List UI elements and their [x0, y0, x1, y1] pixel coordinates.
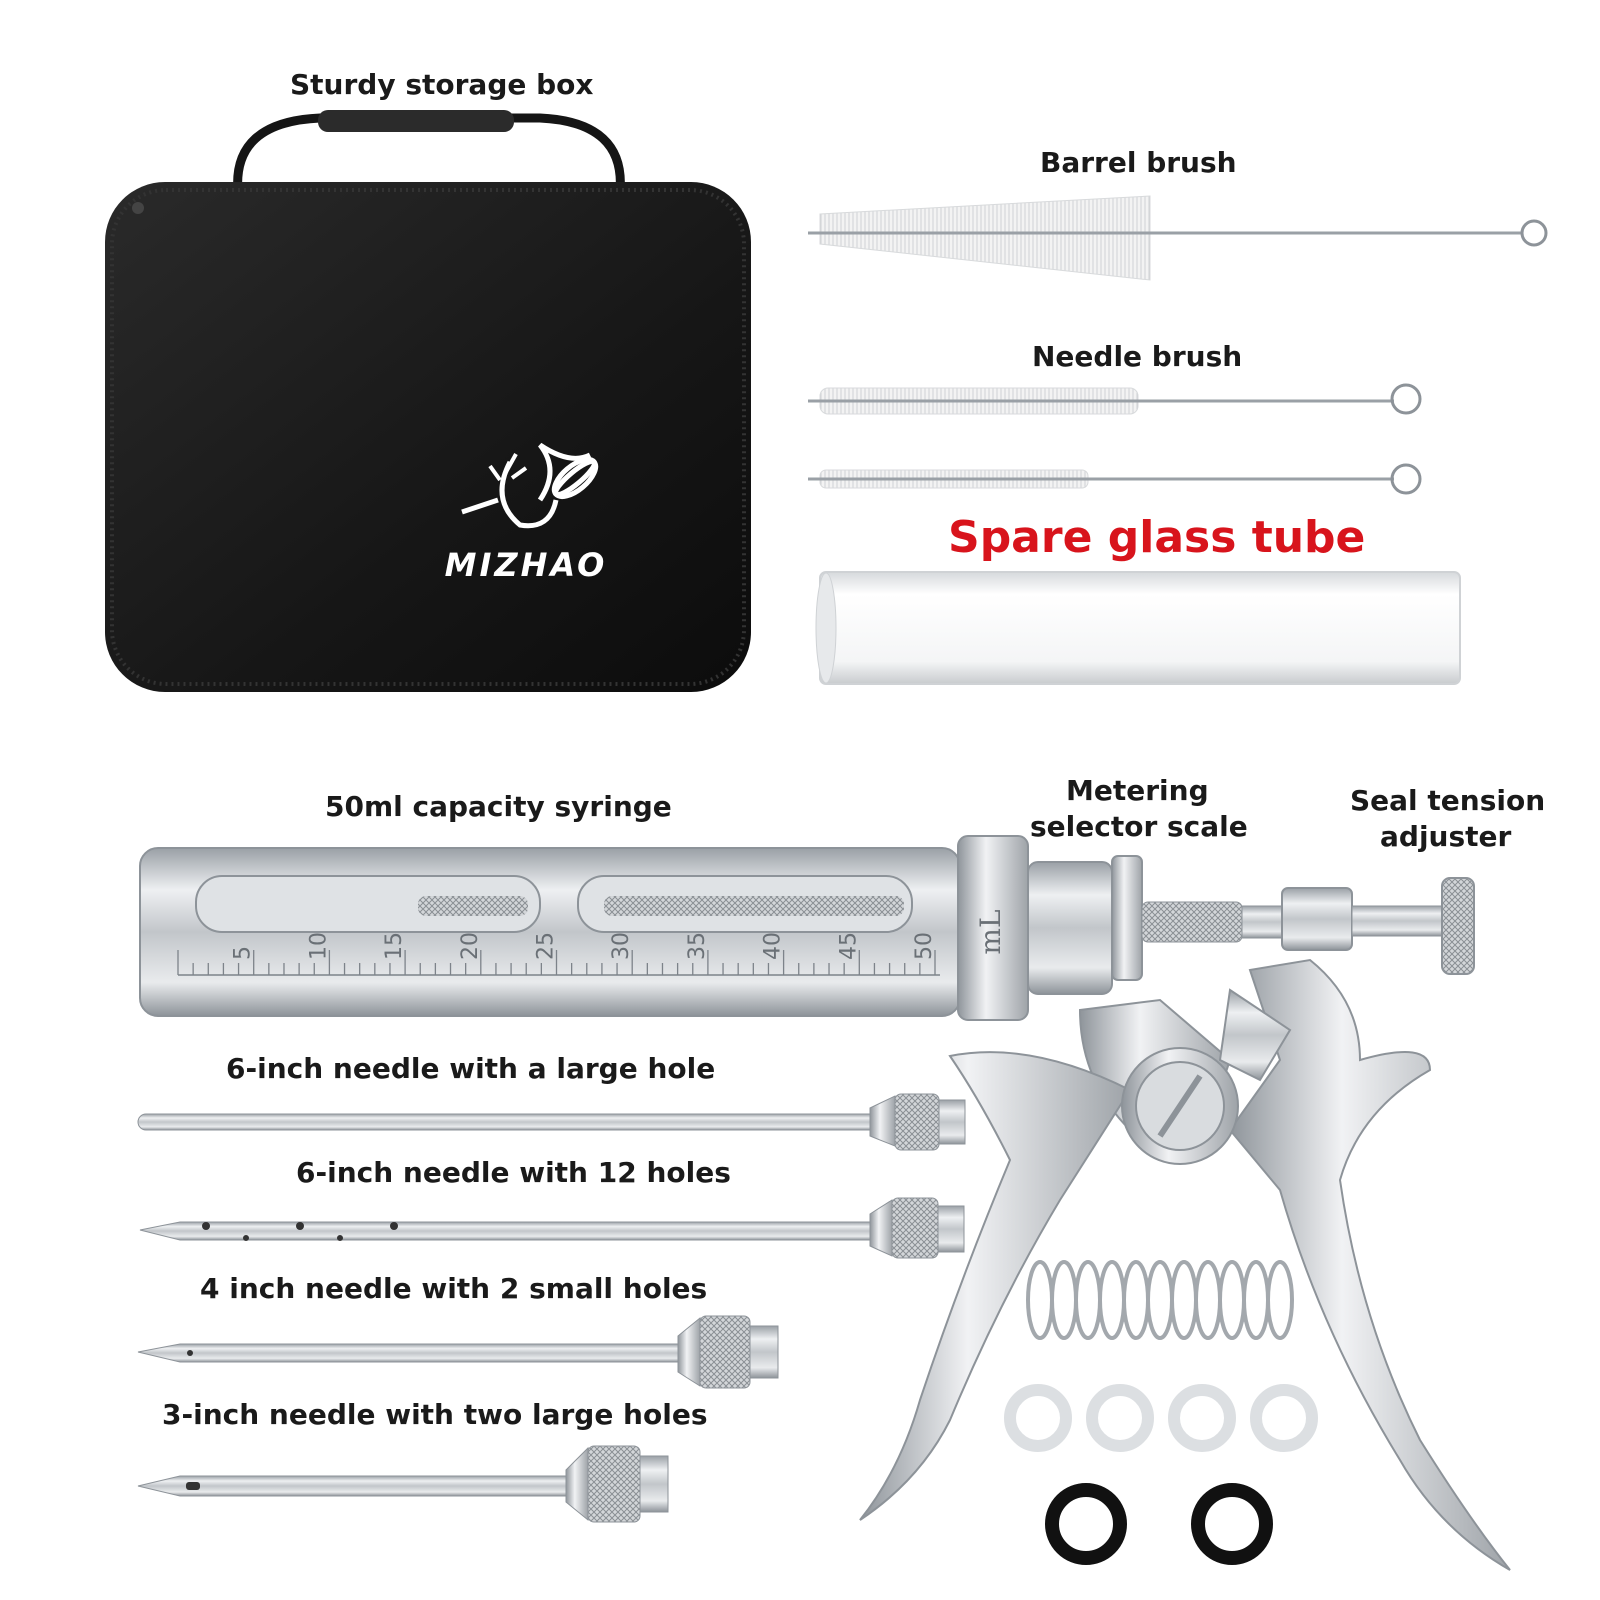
scale-label: 20 — [458, 932, 483, 960]
syringe-scale: 5 10 15 20 25 30 35 40 45 50 — [177, 932, 937, 975]
zipper-pull — [132, 202, 144, 214]
spring-coil — [1122, 1260, 1150, 1340]
scale-label: 50 — [912, 932, 937, 960]
brand-logo: MIZHAO — [445, 546, 608, 584]
needle-2-small-label: 4 inch needle with 2 small holes — [200, 1272, 708, 1305]
case-handle-grip — [318, 110, 514, 132]
whisk-wheat-logo-icon — [461, 442, 599, 529]
seal-label-line1: Seal tension — [1350, 784, 1546, 817]
needle-4in-2-small-holes — [137, 1315, 779, 1389]
metering-selector — [1141, 887, 1353, 951]
spring-coil — [1242, 1260, 1270, 1340]
spring-coil — [1098, 1260, 1126, 1340]
needle-brush-2 — [808, 463, 1422, 495]
metering-label-line1: Metering — [1066, 774, 1209, 807]
black-o-rings — [1045, 1483, 1273, 1565]
spring-coil — [1074, 1260, 1102, 1340]
needle-3in-two-large-holes — [137, 1445, 669, 1523]
needle-6in-12-holes — [139, 1197, 965, 1259]
needle-brush-1 — [808, 383, 1422, 415]
scale-label: 5 — [231, 946, 256, 960]
storage-box-label: Sturdy storage box — [290, 68, 594, 101]
pivot-screw — [1121, 1047, 1239, 1165]
barrel-brush-label: Barrel brush — [1040, 146, 1237, 179]
spring-coil — [1170, 1260, 1198, 1340]
syringe-head: mL — [957, 835, 1143, 1021]
scale-label: 40 — [761, 932, 786, 960]
spare-glass-tube — [815, 571, 1461, 685]
spring-coil — [1050, 1260, 1078, 1340]
needle-12-holes-label: 6-inch needle with 12 holes — [296, 1156, 731, 1189]
spring-coil — [1026, 1260, 1054, 1340]
glass-tube-label: Spare glass tube — [948, 512, 1366, 563]
scale-label: 35 — [685, 932, 710, 960]
return-spring — [1026, 1260, 1294, 1340]
plunger-rack — [604, 896, 904, 916]
scale-label: 30 — [609, 932, 634, 960]
clear-seal-rings — [1004, 1384, 1318, 1452]
needle-two-large-label: 3-inch needle with two large holes — [162, 1398, 708, 1431]
scale-label: 25 — [534, 932, 559, 960]
spring-coil — [1266, 1260, 1294, 1340]
needle-large-hole-label: 6-inch needle with a large hole — [226, 1052, 716, 1085]
spring-coil — [1146, 1260, 1174, 1340]
syringe-unit-label: mL — [974, 909, 1007, 954]
storage-case — [105, 110, 751, 692]
spring-coil — [1194, 1260, 1222, 1340]
seal-label-line2: adjuster — [1380, 820, 1512, 853]
scale-label: 45 — [836, 932, 861, 960]
needle-6in-large-hole — [137, 1093, 966, 1151]
scale-label: 15 — [382, 932, 407, 960]
barrel-brush — [808, 195, 1548, 281]
metering-label-line2: selector scale — [1030, 810, 1248, 843]
seal-tension-adjuster — [1351, 877, 1475, 975]
needle-brush-label: Needle brush — [1032, 340, 1243, 373]
syringe-label: 50ml capacity syringe — [325, 790, 672, 823]
scale-label: 10 — [306, 932, 331, 960]
spring-coil — [1218, 1260, 1246, 1340]
